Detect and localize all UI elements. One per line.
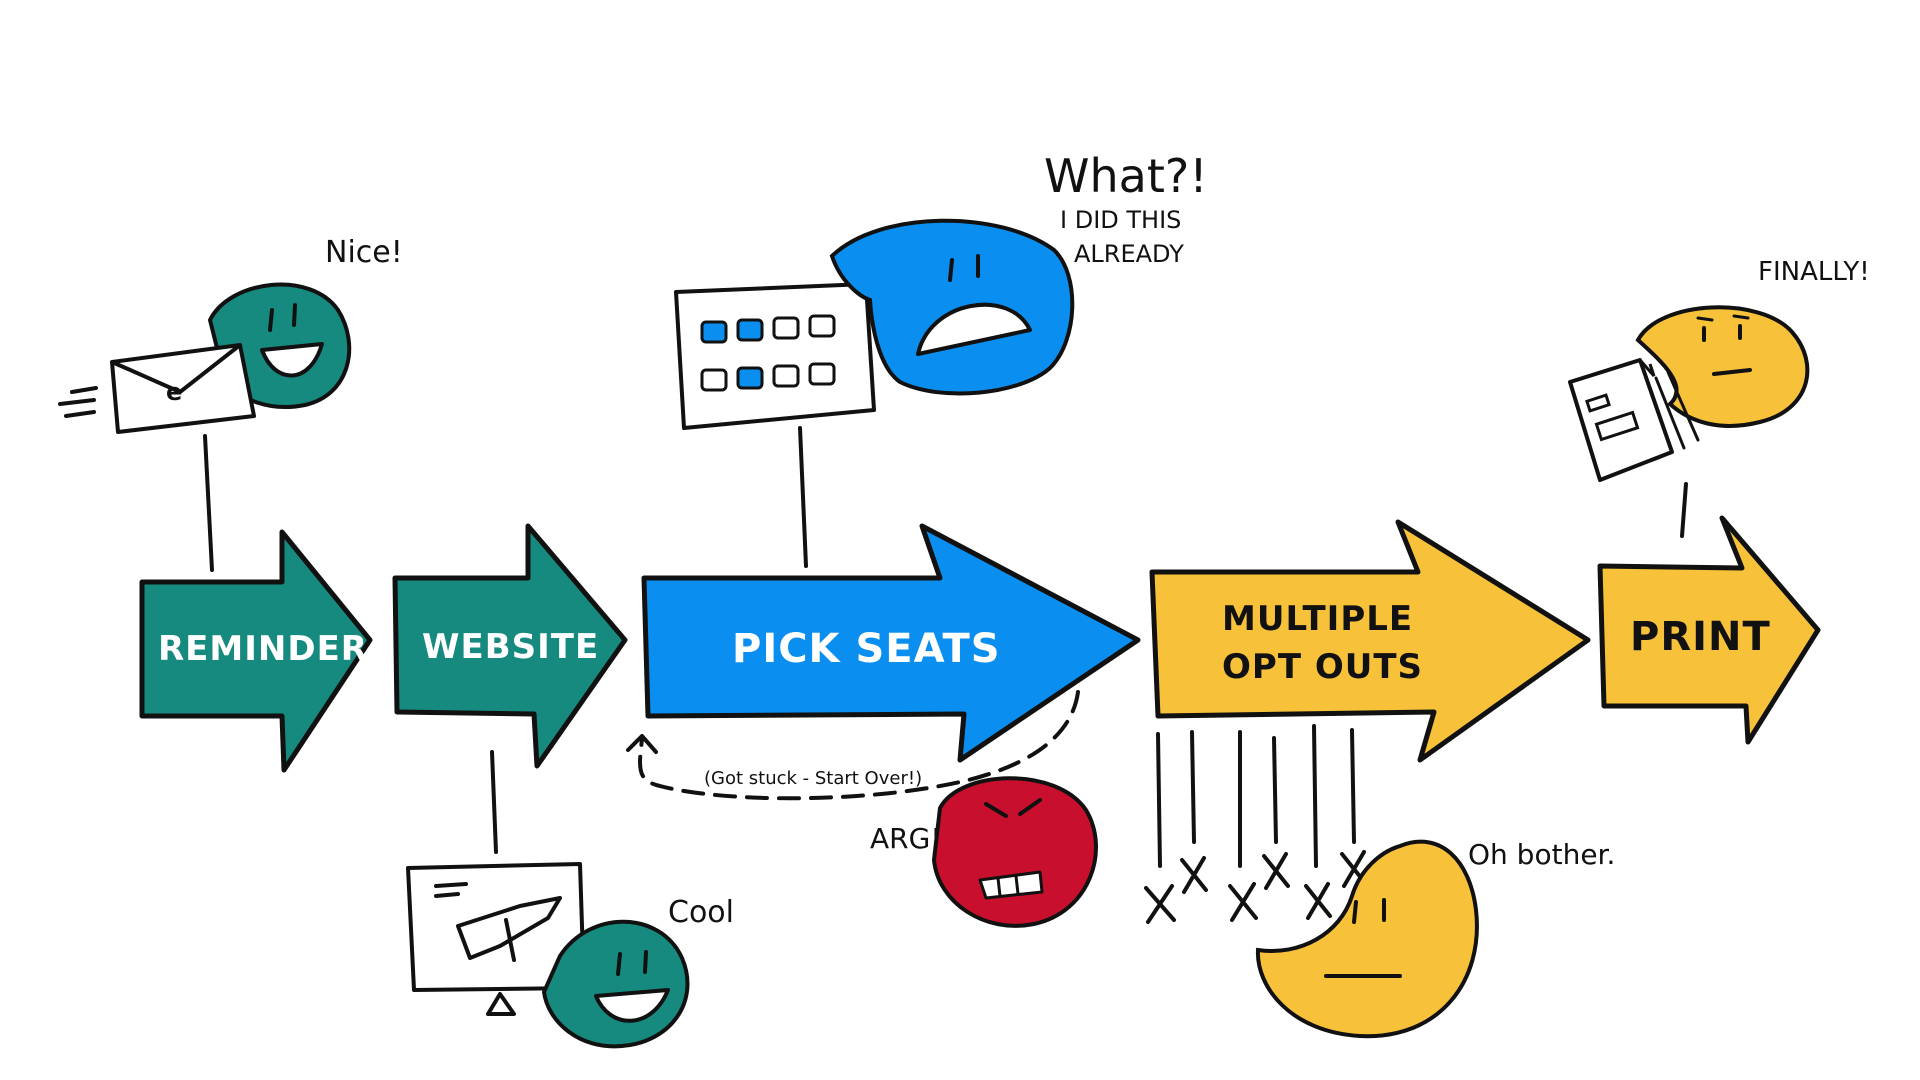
angry-face-icon <box>931 776 1098 928</box>
stage-reminder-label: REMINDER <box>158 629 368 669</box>
document-icon <box>1568 358 1700 482</box>
happy-face-icon <box>541 919 690 1049</box>
tired-face-icon <box>1635 305 1810 428</box>
loop-note-text: (Got stuck - Start Over!) <box>704 768 922 789</box>
stage-website-label: WEBSITE <box>422 627 599 667</box>
connector-line <box>203 434 214 572</box>
sad-face-icon <box>829 218 1075 396</box>
reaction-already-text: ALREADY <box>1074 240 1184 268</box>
envelope-icon: e <box>58 343 256 434</box>
connector-line <box>1680 482 1688 538</box>
reaction-nice-text: Nice! <box>325 235 403 270</box>
reaction-cool-text: Cool <box>668 895 734 930</box>
stage-opt-outs-arrow: MULTIPLE OPT OUTS <box>1149 519 1591 763</box>
connector-line <box>490 750 498 854</box>
connector-line <box>798 426 808 568</box>
reaction-did-this-text: I DID THIS <box>1060 206 1181 234</box>
monitor-icon <box>406 862 586 1016</box>
stage-opt-outs-label-line2: OPT OUTS <box>1222 647 1423 687</box>
reaction-oh-bother-text: Oh bother. <box>1468 838 1615 871</box>
opt-out-x-marks <box>1144 850 1368 924</box>
stage-print-label: PRINT <box>1630 614 1771 660</box>
stage-print-arrow: PRINT <box>1597 515 1821 745</box>
reaction-finally-text: FINALLY! <box>1758 257 1870 287</box>
stage-pick-seats-arrow: PICK SEATS <box>641 523 1141 763</box>
restart-loop-arrow <box>626 690 1080 801</box>
reaction-what-text: What?! <box>1044 149 1208 203</box>
stage-opt-outs-label-line1: MULTIPLE <box>1222 599 1413 639</box>
neutral-face-icon <box>1255 839 1479 1039</box>
svg-text:e: e <box>166 378 182 406</box>
reaction-arg-text: ARG! <box>870 822 942 855</box>
seat-map-icon <box>674 282 876 430</box>
stage-pick-seats-label: PICK SEATS <box>732 626 1001 672</box>
stage-reminder-arrow: REMINDER <box>139 529 373 773</box>
stage-website-arrow: WEBSITE <box>392 523 628 769</box>
opt-out-lines <box>1156 724 1356 868</box>
